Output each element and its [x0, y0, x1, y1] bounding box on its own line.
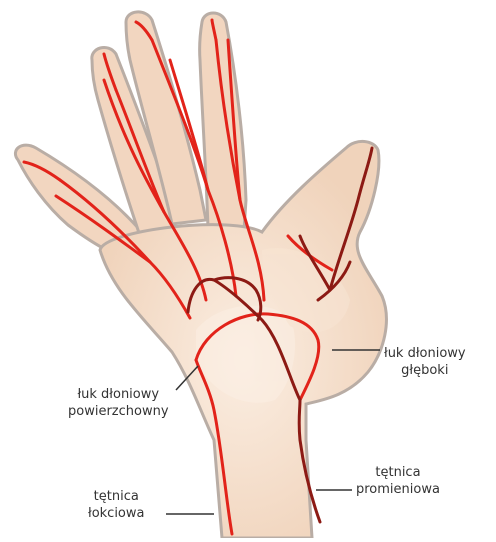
label-ulnar-artery-line2: łokciowa	[88, 505, 145, 522]
label-deep-palmar-arch-line2: głęboki	[384, 362, 466, 379]
label-radial-artery: tętnica promieniowa	[356, 464, 440, 498]
label-superficial-palmar-arch-line2: powierzchowny	[68, 403, 169, 420]
label-superficial-palmar-arch: łuk dłoniowy powierzchowny	[68, 386, 169, 420]
label-deep-palmar-arch: łuk dłoniowy głęboki	[384, 345, 466, 379]
label-ulnar-artery: tętnica łokciowa	[88, 488, 145, 522]
label-superficial-palmar-arch-line1: łuk dłoniowy	[68, 386, 169, 403]
label-deep-palmar-arch-line1: łuk dłoniowy	[384, 345, 466, 362]
label-radial-artery-line1: tętnica	[356, 464, 440, 481]
label-ulnar-artery-line1: tętnica	[88, 488, 145, 505]
label-radial-artery-line2: promieniowa	[356, 481, 440, 498]
